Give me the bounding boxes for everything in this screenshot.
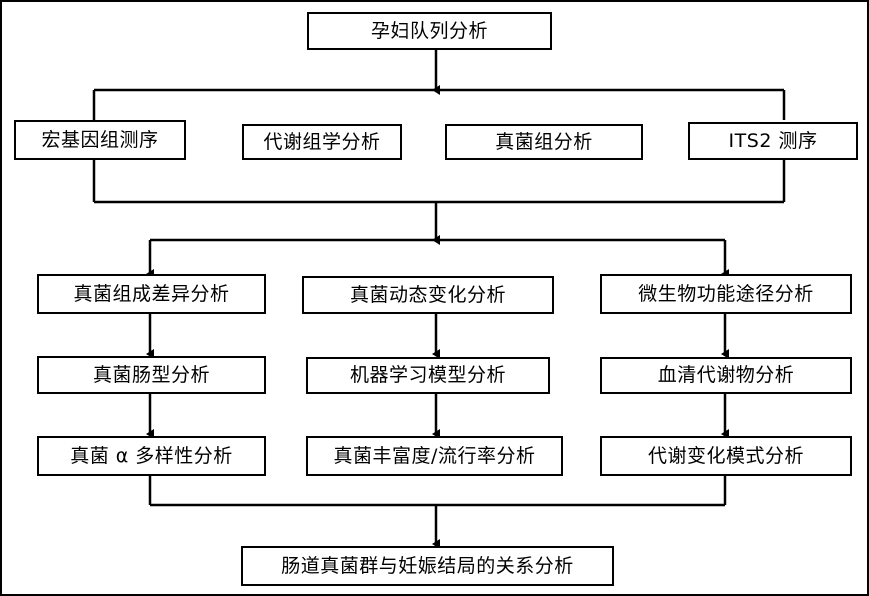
node-fungal-dynamics[interactable]: 真菌动态变化分析	[302, 276, 554, 314]
node-label: 微生物功能途径分析	[638, 282, 814, 305]
node-metabolomics-analysis[interactable]: 代谢组学分析	[242, 124, 402, 160]
node-fungal-enterotype[interactable]: 真菌肠型分析	[37, 356, 266, 394]
node-label: 血清代谢物分析	[657, 364, 795, 387]
node-label: ITS2 测序	[728, 129, 818, 152]
node-fungal-abundance-prevalence[interactable]: 真菌丰富度/流行率分析	[306, 436, 563, 476]
node-label: 机器学习模型分析	[349, 364, 506, 387]
node-label: 代谢组学分析	[263, 130, 381, 153]
node-label: 肠道真菌群与妊娠结局的关系分析	[281, 554, 574, 577]
node-label: 代谢变化模式分析	[647, 444, 804, 467]
node-pregnancy-cohort-analysis[interactable]: 孕妇队列分析	[307, 12, 552, 50]
node-label: 真菌丰富度/流行率分析	[333, 444, 536, 467]
node-label: 孕妇队列分析	[370, 19, 488, 42]
node-label: 真菌组分析	[495, 130, 593, 153]
node-metagenomic-sequencing[interactable]: 宏基因组测序	[14, 120, 186, 160]
node-label: 真菌动态变化分析	[349, 283, 506, 306]
node-gut-fungi-pregnancy-outcome[interactable]: 肠道真菌群与妊娠结局的关系分析	[241, 546, 614, 586]
node-fungal-alpha-diversity[interactable]: 真菌 α 多样性分析	[37, 436, 266, 476]
node-serum-metabolite[interactable]: 血清代谢物分析	[600, 357, 852, 394]
node-label: 宏基因组测序	[41, 128, 159, 151]
node-label: 真菌 α 多样性分析	[70, 444, 233, 467]
node-fungal-composition-difference[interactable]: 真菌组成差异分析	[37, 274, 266, 314]
node-mycobiome-analysis[interactable]: 真菌组分析	[445, 124, 643, 160]
node-microbial-function-pathway[interactable]: 微生物功能途径分析	[600, 274, 852, 314]
node-its2-sequencing[interactable]: ITS2 测序	[688, 122, 858, 160]
node-label: 真菌组成差异分析	[73, 282, 230, 305]
node-label: 真菌肠型分析	[92, 363, 210, 386]
node-machine-learning-model[interactable]: 机器学习模型分析	[306, 357, 550, 394]
node-metabolic-change-pattern[interactable]: 代谢变化模式分析	[600, 436, 852, 476]
